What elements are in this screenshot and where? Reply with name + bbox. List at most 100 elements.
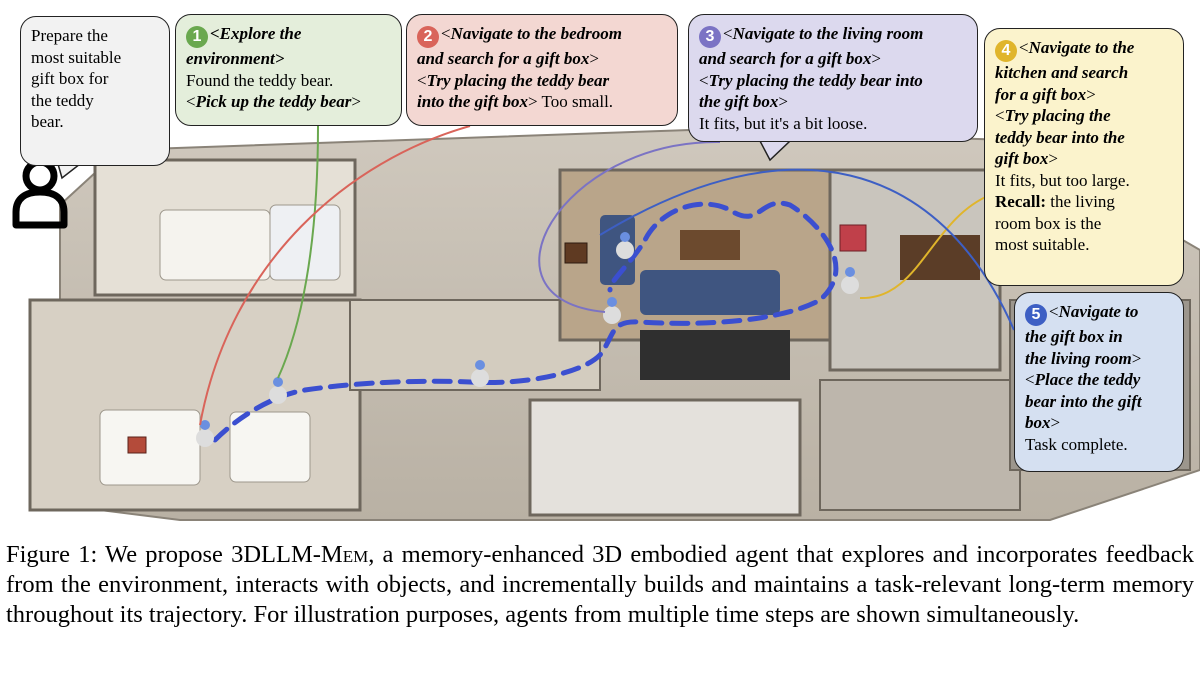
feedback-text: Found the teddy bear. [186, 70, 334, 90]
figure-1: Prepare the most suitable gift box for the … [12, 14, 1200, 521]
kitchen-counter [640, 330, 790, 380]
user-request-bubble: Prepare the most suitable gift box for the … [20, 16, 170, 166]
step-line: <Place the teddy [1025, 369, 1173, 391]
agent-robot [471, 360, 489, 387]
action-text: environment> [186, 49, 285, 68]
step-line: 3<Navigate to the living room [699, 23, 967, 48]
action-text: bear into the gift [1025, 391, 1142, 411]
action-text: teddy bear into the [995, 127, 1125, 147]
agent-robot [603, 297, 621, 324]
recall-label: Recall: [995, 192, 1046, 211]
feedback-text: < [441, 24, 451, 43]
feedback-text: < [699, 70, 709, 90]
action-text: Try placing the teddy bear into [708, 70, 923, 90]
step-line: the gift box> [699, 91, 967, 113]
feedback-text: most suitable. [995, 235, 1090, 254]
bed-bottom [99, 409, 201, 486]
action-text: the gift box in [1025, 327, 1123, 346]
user-request-line: gift box for [31, 69, 109, 88]
action-text: and search for a gift box [417, 49, 590, 68]
user-bubble-tail [57, 163, 83, 180]
gift-box-living-room [564, 242, 588, 264]
coffee-table [680, 230, 740, 260]
gift-box-bedroom [127, 436, 147, 454]
step-line: 2<Navigate to the bedroom [417, 23, 667, 48]
kitchen-table [900, 235, 980, 280]
caption-text-post: , a memory-enhanced 3D embodied agent th… [6, 541, 1194, 628]
step-line: most suitable. [995, 234, 1173, 256]
feedback-text: > [1086, 84, 1096, 104]
step-line: and search for a gift box> [699, 48, 967, 70]
figure-caption: Figure 1: We propose 3DLLM-Mem, a memory… [6, 540, 1194, 630]
sofa [640, 270, 780, 315]
user-request-line: the teddy [31, 90, 94, 110]
step-line: 1<Explore the [186, 23, 391, 48]
action-text: kitchen and search [995, 63, 1129, 82]
step-number-badge: 5 [1025, 304, 1047, 326]
feedback-text: > [778, 92, 788, 111]
step-line: 4<Navigate to the [995, 37, 1173, 62]
house-scene [12, 125, 1200, 521]
feedback-text: It fits, but too large. [995, 170, 1130, 190]
user-request-line: bear. [31, 112, 64, 131]
connector-step-2 [199, 125, 471, 426]
action-text: Place the teddy [1034, 370, 1141, 389]
step-number-badge: 4 [995, 40, 1017, 62]
step-line: kitchen and search [995, 62, 1173, 84]
step-line: and search for a gift box> [417, 48, 667, 70]
feedback-text: > [871, 49, 881, 68]
action-text: gift box [995, 149, 1049, 168]
bed-bottom-2 [229, 411, 311, 483]
connector-step-1 [277, 125, 319, 379]
action-text: for a gift box [995, 84, 1087, 104]
step-line: box> [1025, 412, 1173, 434]
step-line: for a gift box> [995, 84, 1173, 106]
step-line: <Try placing the [995, 105, 1173, 127]
step-line: 5<Navigate to [1025, 301, 1173, 326]
bathroom [528, 398, 802, 517]
action-text: into the gift box [417, 92, 528, 111]
step-line: <Try placing the teddy bear into [699, 70, 967, 92]
feedback-text: > [1050, 413, 1061, 432]
bed-top-2 [269, 204, 341, 281]
bed-top [159, 209, 271, 281]
agent-robot [196, 420, 214, 447]
action-text: Navigate to the living room [732, 24, 924, 43]
feedback-text: the living [1045, 192, 1115, 211]
feedback-text: > [351, 92, 361, 111]
action-text: the living room [1025, 348, 1132, 368]
step-line: <Try placing the teddy bear [417, 70, 667, 92]
action-text: Try placing the [1004, 106, 1111, 125]
feedback-text: < [723, 24, 733, 43]
user-request-line: most suitable [31, 47, 122, 67]
agent-robot [616, 232, 634, 259]
right-room [819, 379, 1021, 511]
action-text: the gift box [699, 92, 779, 111]
gift-box-kitchen [839, 224, 867, 252]
agent-robot [841, 267, 859, 294]
feedback-text: > Too small. [527, 92, 614, 111]
step-line: It fits, but it's a bit loose. [699, 113, 967, 135]
action-text: Navigate to [1058, 302, 1139, 321]
feedback-text: < [417, 70, 427, 90]
feedback-text: > [589, 49, 599, 68]
user-request-line: Prepare the [31, 26, 108, 45]
step-line: the gift box in [1025, 326, 1173, 348]
agent-robot [269, 377, 287, 404]
step-line: room box is the [995, 213, 1173, 235]
feedback-text: > [1131, 348, 1142, 368]
step-line: It fits, but too large. [995, 170, 1173, 192]
action-text: box [1025, 413, 1051, 432]
step-line: gift box> [995, 148, 1173, 170]
step-line: Recall: the living [995, 191, 1173, 213]
step-line: Task complete. [1025, 434, 1173, 456]
agent-trajectory [212, 200, 839, 443]
step-number-badge: 1 [186, 26, 208, 48]
feedback-text: < [186, 92, 196, 111]
action-text: <Explore the [210, 24, 302, 43]
step-line: into the gift box> Too small. [417, 91, 667, 113]
